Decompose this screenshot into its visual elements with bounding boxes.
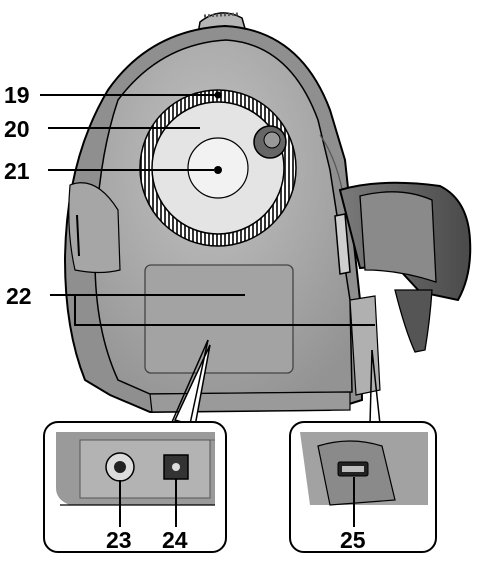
callout-22: 22 xyxy=(6,283,32,309)
callout-23: 23 xyxy=(106,527,132,553)
dial-center-point xyxy=(214,166,222,174)
mode-dial xyxy=(139,89,297,247)
inset-usb-port xyxy=(289,421,437,553)
battery-cover xyxy=(144,264,294,374)
leader-lines xyxy=(40,94,375,326)
callout-19: 19 xyxy=(4,82,30,108)
callout-20: 20 xyxy=(4,116,30,142)
callout-24: 24 xyxy=(162,527,188,553)
hand-strap xyxy=(334,181,472,353)
inset-av-ports xyxy=(43,421,227,553)
callout-21: 21 xyxy=(4,158,30,184)
status-indicator-lamp xyxy=(214,91,222,99)
callout-25: 25 xyxy=(340,527,366,553)
